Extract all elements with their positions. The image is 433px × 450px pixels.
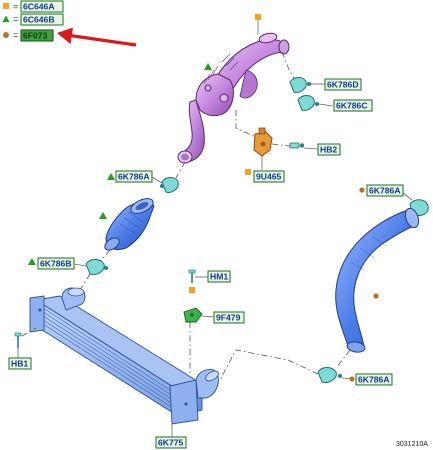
- intercooler-6k775: [29, 287, 219, 425]
- label-6k786a-middle: 6K786A: [118, 172, 150, 182]
- legend-triangle-marker: [2, 15, 10, 22]
- label-6k786d: 6K786D: [327, 80, 359, 90]
- triangle-marker-middle-hose: [99, 212, 107, 219]
- label-box-9f479[interactable]: [213, 311, 245, 324]
- triangle-marker-6k786b: [28, 258, 36, 265]
- label-box-6k786b[interactable]: [37, 257, 75, 270]
- label-hb2: HB2: [320, 145, 337, 155]
- sensor-9u465: [253, 127, 273, 157]
- bolt-hb1: [14, 332, 22, 348]
- label-9f479: 9F479: [216, 313, 241, 323]
- square-marker-valve: [189, 287, 195, 293]
- label-9u465: 9U465: [256, 172, 282, 182]
- label-box-hm1[interactable]: [207, 270, 231, 283]
- triangle-marker-mid-label: [107, 173, 115, 180]
- circle-marker-right-label: [359, 187, 365, 193]
- bolt-hb2: [289, 142, 305, 149]
- label-6k786c: 6K786C: [336, 101, 368, 111]
- label-6k775: 6K775: [158, 438, 184, 448]
- label-box-6k786a-middle[interactable]: [115, 170, 153, 183]
- legend-equals-1: =: [13, 2, 18, 12]
- label-box-6k786c[interactable]: [333, 99, 373, 112]
- label-hb1: HB1: [11, 359, 28, 369]
- label-box-6k775[interactable]: [155, 436, 187, 449]
- label-box-hb2[interactable]: [317, 143, 341, 156]
- middle-hose-blue: [104, 198, 155, 251]
- right-hose-blue: [335, 207, 420, 353]
- clamp-6k786c: [297, 95, 319, 111]
- legend-label-box-2: [20, 13, 64, 26]
- square-marker-sensor: [245, 169, 251, 175]
- circle-marker-right-hose: [373, 293, 379, 299]
- figure-id: 3031210A: [396, 441, 428, 448]
- legend-equals-2: =: [13, 14, 18, 24]
- valve-9f479: [183, 307, 203, 323]
- clamp-6k786b: [85, 259, 108, 275]
- legend-code-circle: 6F073: [23, 31, 48, 41]
- label-box-9u465[interactable]: [253, 170, 285, 183]
- circle-marker-bottom-label: [349, 376, 355, 382]
- legend-equals-3: =: [13, 30, 18, 40]
- bolt-hm1: [188, 269, 196, 283]
- red-pointer-arrow: [57, 27, 137, 47]
- label-6k786b: 6K786B: [40, 259, 72, 269]
- legend: = 6C646A = 6C646B = 6F073: [2, 0, 64, 42]
- legend-code-square: 6C646A: [23, 2, 55, 12]
- triangle-marker-upper: [204, 63, 212, 70]
- square-marker-upper: [255, 14, 261, 20]
- legend-label-box-1: [20, 0, 64, 13]
- label-hm1: HM1: [210, 272, 228, 282]
- label-6k786a-bottom: 6K786A: [358, 375, 390, 385]
- legend-circle-marker: [3, 32, 9, 38]
- legend-code-triangle: 6C646B: [23, 15, 55, 25]
- upper-air-pipe-purple: [177, 32, 290, 164]
- label-box-6k786a-bottom[interactable]: [355, 373, 393, 386]
- clamp-6k786a-middle: [160, 177, 179, 193]
- legend-square-marker: [3, 3, 9, 9]
- legend-label-box-3-highlighted: [20, 29, 54, 42]
- label-6k786a-right: 6K786A: [369, 186, 401, 196]
- label-box-6k786d[interactable]: [324, 78, 362, 91]
- label-box-hb1[interactable]: [8, 357, 32, 370]
- label-box-6k786a-right[interactable]: [366, 184, 404, 197]
- clamp-6k786a-bottom: [317, 367, 342, 383]
- clamp-6k786d: [289, 77, 311, 93]
